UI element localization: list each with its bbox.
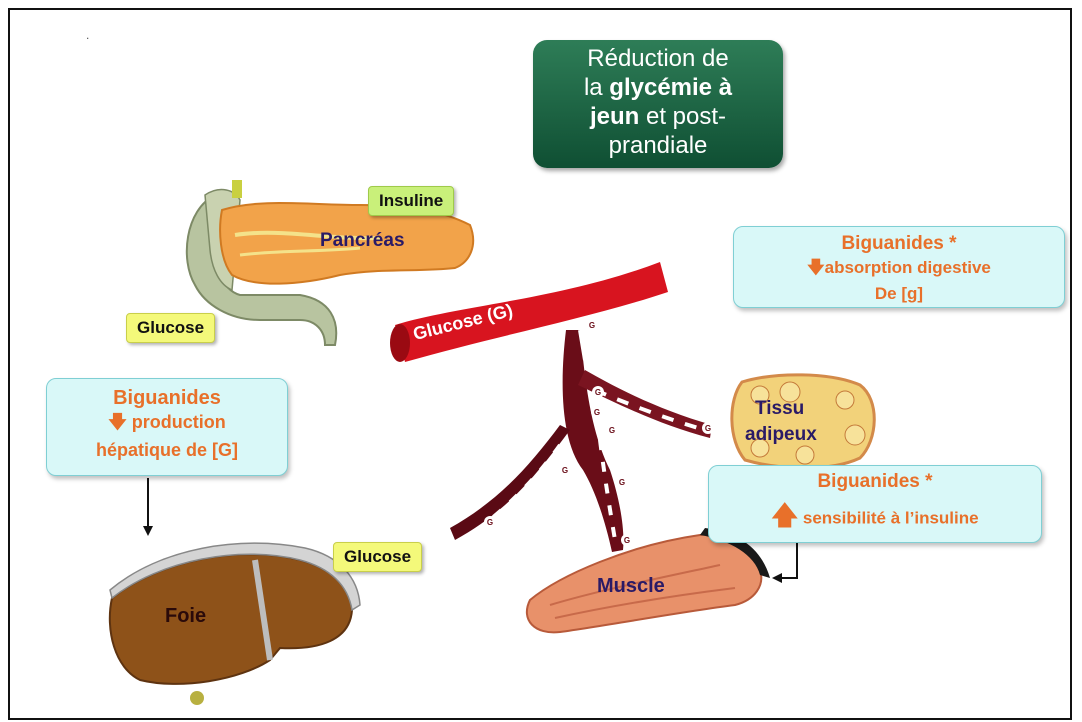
glucose-marker-label: G [624, 536, 630, 545]
glucose-marker-label: G [705, 424, 711, 433]
sensibilite-line1: sensibilité à l’insuline [803, 508, 979, 527]
title-line3b: et post- [639, 103, 726, 130]
tissu-label: Tissu [755, 398, 804, 420]
glucose-pancreas-label: Glucose [126, 313, 215, 343]
production-line1: production [132, 412, 226, 432]
glucose-marker-label: G [594, 408, 600, 417]
absorption-box: Biguanides * 🡇absorption digestive De [g… [733, 226, 1065, 308]
glucose-marker-label: G [589, 321, 595, 330]
title-line1: Réduction de [587, 45, 728, 72]
adipose-tissue-illustration [732, 375, 874, 468]
title-line2a: la [584, 74, 609, 101]
absorption-line1: absorption digestive [825, 258, 991, 277]
production-box: Biguanides 🡇 production hépatique de [G] [46, 378, 288, 476]
glucose-marker-label: G [609, 426, 615, 435]
production-title: Biguanides [47, 387, 287, 410]
sensibilite-title: Biguanides * [709, 471, 1041, 493]
down-arrow-icon: 🡇 [807, 258, 824, 277]
absorption-title: Biguanides * [734, 233, 1064, 255]
title-line3a: jeun [590, 103, 639, 130]
arrow-liver [143, 478, 153, 536]
arrow-muscle [772, 543, 797, 583]
up-arrow-icon: 🡅 [771, 500, 798, 530]
pancreas-label: Pancréas [320, 230, 405, 252]
glucose-marker-label: G [487, 518, 493, 527]
title-line4: prandiale [609, 132, 708, 159]
result-title-box: Réduction de la glycémie à jeun et post-… [533, 40, 783, 168]
sensibilite-box: Biguanides * 🡅 sensibilité à l’insuline [708, 465, 1042, 543]
glucose-marker-label: G [619, 478, 625, 487]
down-arrow-icon: 🡇 [108, 412, 132, 432]
glucose-marker-label: G [595, 388, 601, 397]
liver-illustration [110, 543, 360, 705]
production-line2: hépatique de [G] [47, 440, 287, 461]
title-line2b: glycémie à [609, 74, 732, 101]
blood-vessel [390, 262, 712, 552]
absorption-line2: De [g] [734, 284, 1064, 304]
foie-label: Foie [165, 605, 206, 628]
muscle-label: Muscle [597, 575, 665, 598]
adipeux-label: adipeux [745, 424, 817, 446]
glucose-marker-label: G [562, 466, 568, 475]
insuline-label: Insuline [368, 186, 454, 216]
glucose-liver-label: Glucose [333, 542, 422, 572]
